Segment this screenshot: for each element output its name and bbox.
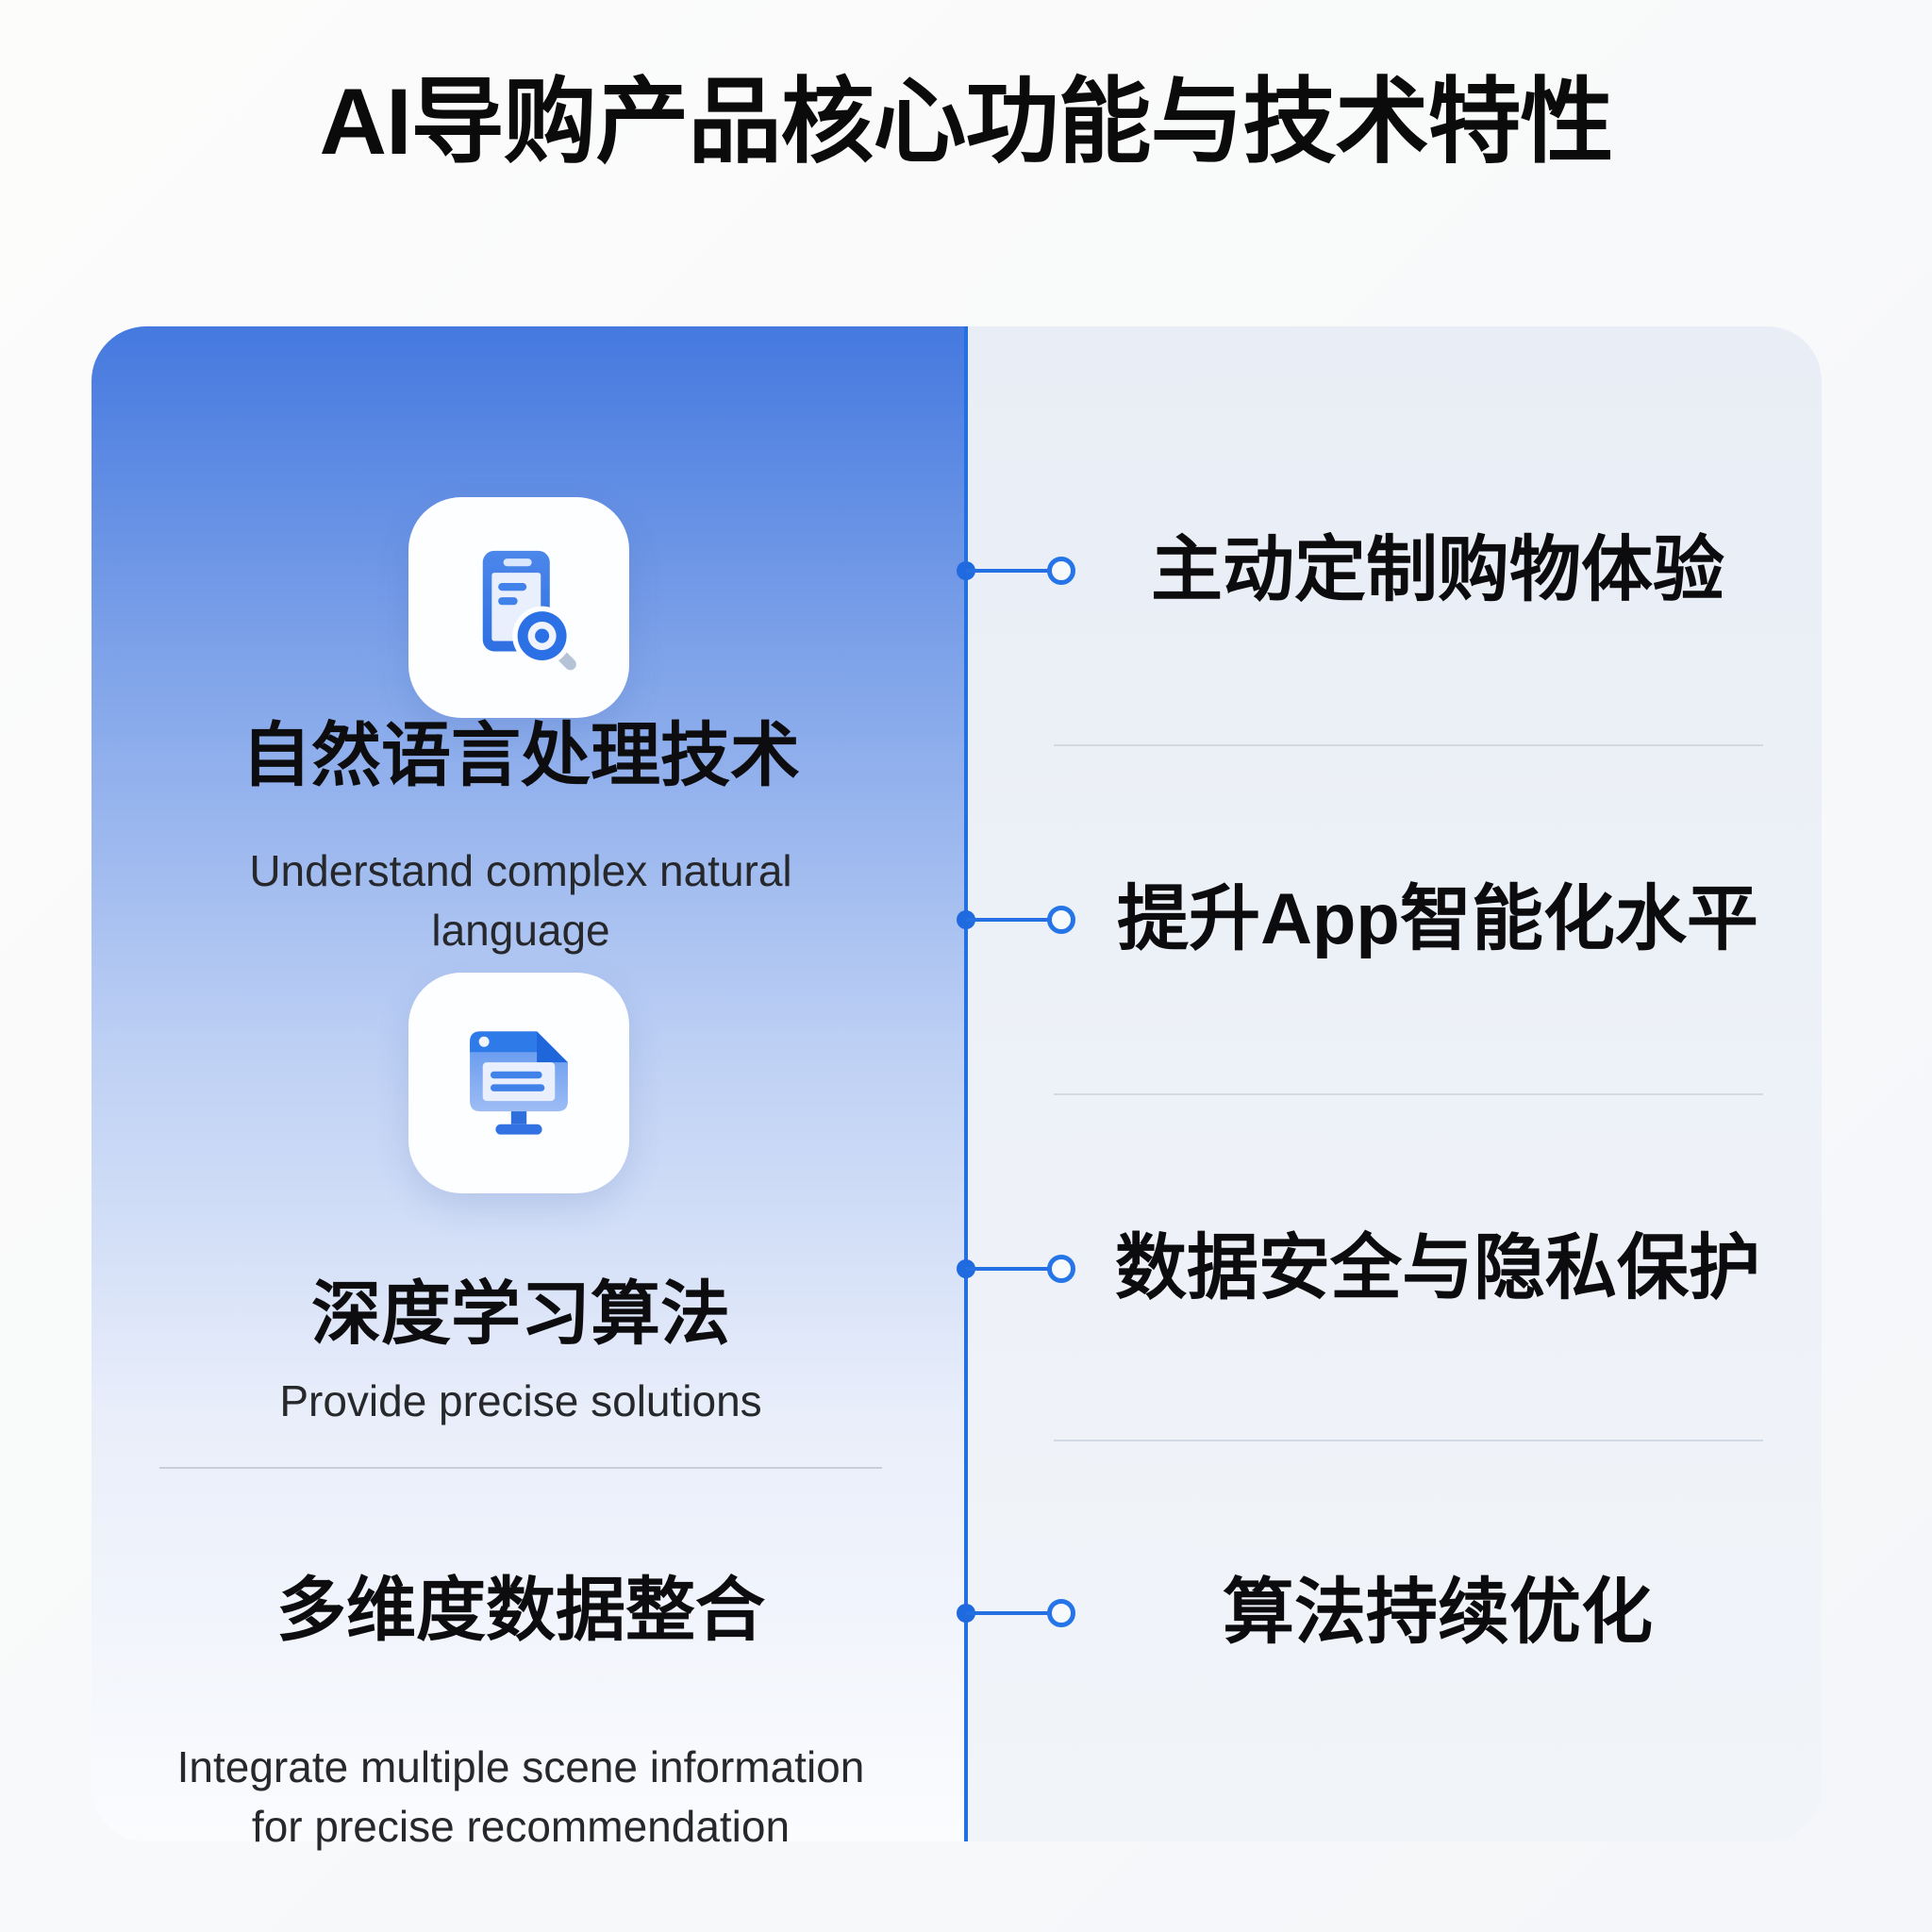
connector-line bbox=[966, 1611, 1057, 1615]
monitor-document-icon bbox=[441, 1006, 596, 1160]
right-list-item: 算法持续优化 bbox=[957, 1557, 1787, 1670]
feature-icon-box bbox=[408, 497, 629, 718]
right-list-item: 主动定制购物体验 bbox=[957, 514, 1787, 627]
circle-node-icon bbox=[1047, 906, 1075, 934]
connector-line bbox=[966, 569, 1057, 573]
left-panel-divider bbox=[159, 1467, 882, 1469]
right-item-label: 数据安全与隐私保护 bbox=[1115, 1228, 1760, 1308]
feature-heading: 自然语言处理技术 bbox=[242, 716, 800, 794]
feature-icon-box bbox=[408, 973, 629, 1193]
feature-heading: 深度学习算法 bbox=[311, 1274, 730, 1353]
circle-node-icon bbox=[1047, 557, 1075, 585]
right-panel-background bbox=[966, 326, 1822, 1841]
right-item-label: 提升App智能化水平 bbox=[1117, 879, 1758, 959]
feature-subtitle: Understand complex natural language bbox=[249, 846, 792, 955]
page-title: AI导购产品核心功能与技术特性 bbox=[319, 69, 1614, 174]
right-list-item: 提升App智能化水平 bbox=[957, 863, 1787, 976]
feature-subtitle: Provide precise solutions bbox=[279, 1376, 762, 1425]
circle-node-icon bbox=[1047, 1599, 1075, 1627]
right-item-label: 算法持续优化 bbox=[1223, 1573, 1653, 1653]
infographic-card: 自然语言处理技术 Understand complex natural lang… bbox=[92, 326, 1822, 1851]
right-panel-separator bbox=[1054, 1093, 1763, 1095]
right-item-label: 主动定制购物体验 bbox=[1151, 530, 1724, 610]
connector-line bbox=[966, 1267, 1057, 1271]
right-panel-separator bbox=[1054, 744, 1763, 746]
circle-node-icon bbox=[1047, 1255, 1075, 1283]
right-panel-separator bbox=[1054, 1440, 1763, 1441]
clipboard-search-icon bbox=[441, 530, 596, 685]
timeline-vertical-line bbox=[964, 326, 968, 1841]
connector-line bbox=[966, 918, 1057, 922]
right-list-item: 数据安全与隐私保护 bbox=[957, 1212, 1787, 1325]
feature-heading: 多维度数据整合 bbox=[276, 1571, 765, 1649]
feature-subtitle: Integrate multiple scene information for… bbox=[176, 1742, 865, 1851]
